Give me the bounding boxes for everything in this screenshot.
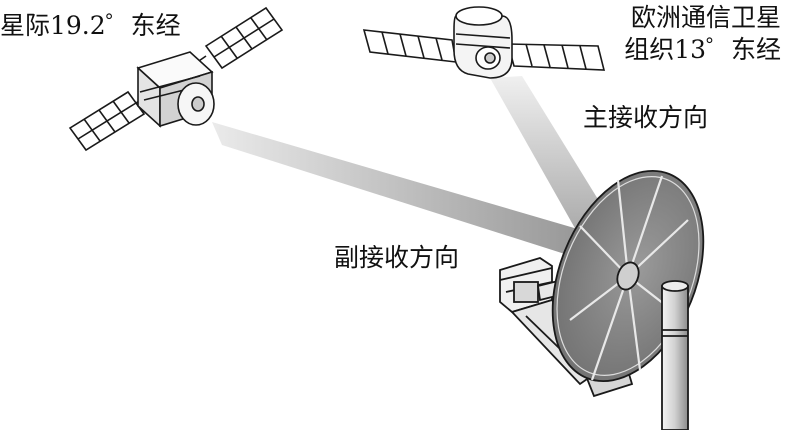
satellite-left-label: 星际19.2゜东经 (0, 12, 181, 40)
satellite-right-icon (364, 7, 604, 78)
ground-dish-antenna-icon (500, 149, 732, 430)
mount-pole (662, 281, 688, 430)
secondary-direction-label: 副接收方向 (334, 244, 459, 272)
satellite-right-label-line2: 组织13゜东经 (624, 36, 781, 64)
satellite-right-label-line1: 欧洲通信卫星 (631, 4, 781, 32)
primary-direction-label: 主接收方向 (583, 104, 708, 132)
solar-panel-right (508, 44, 604, 70)
solar-panel-left (364, 30, 456, 62)
